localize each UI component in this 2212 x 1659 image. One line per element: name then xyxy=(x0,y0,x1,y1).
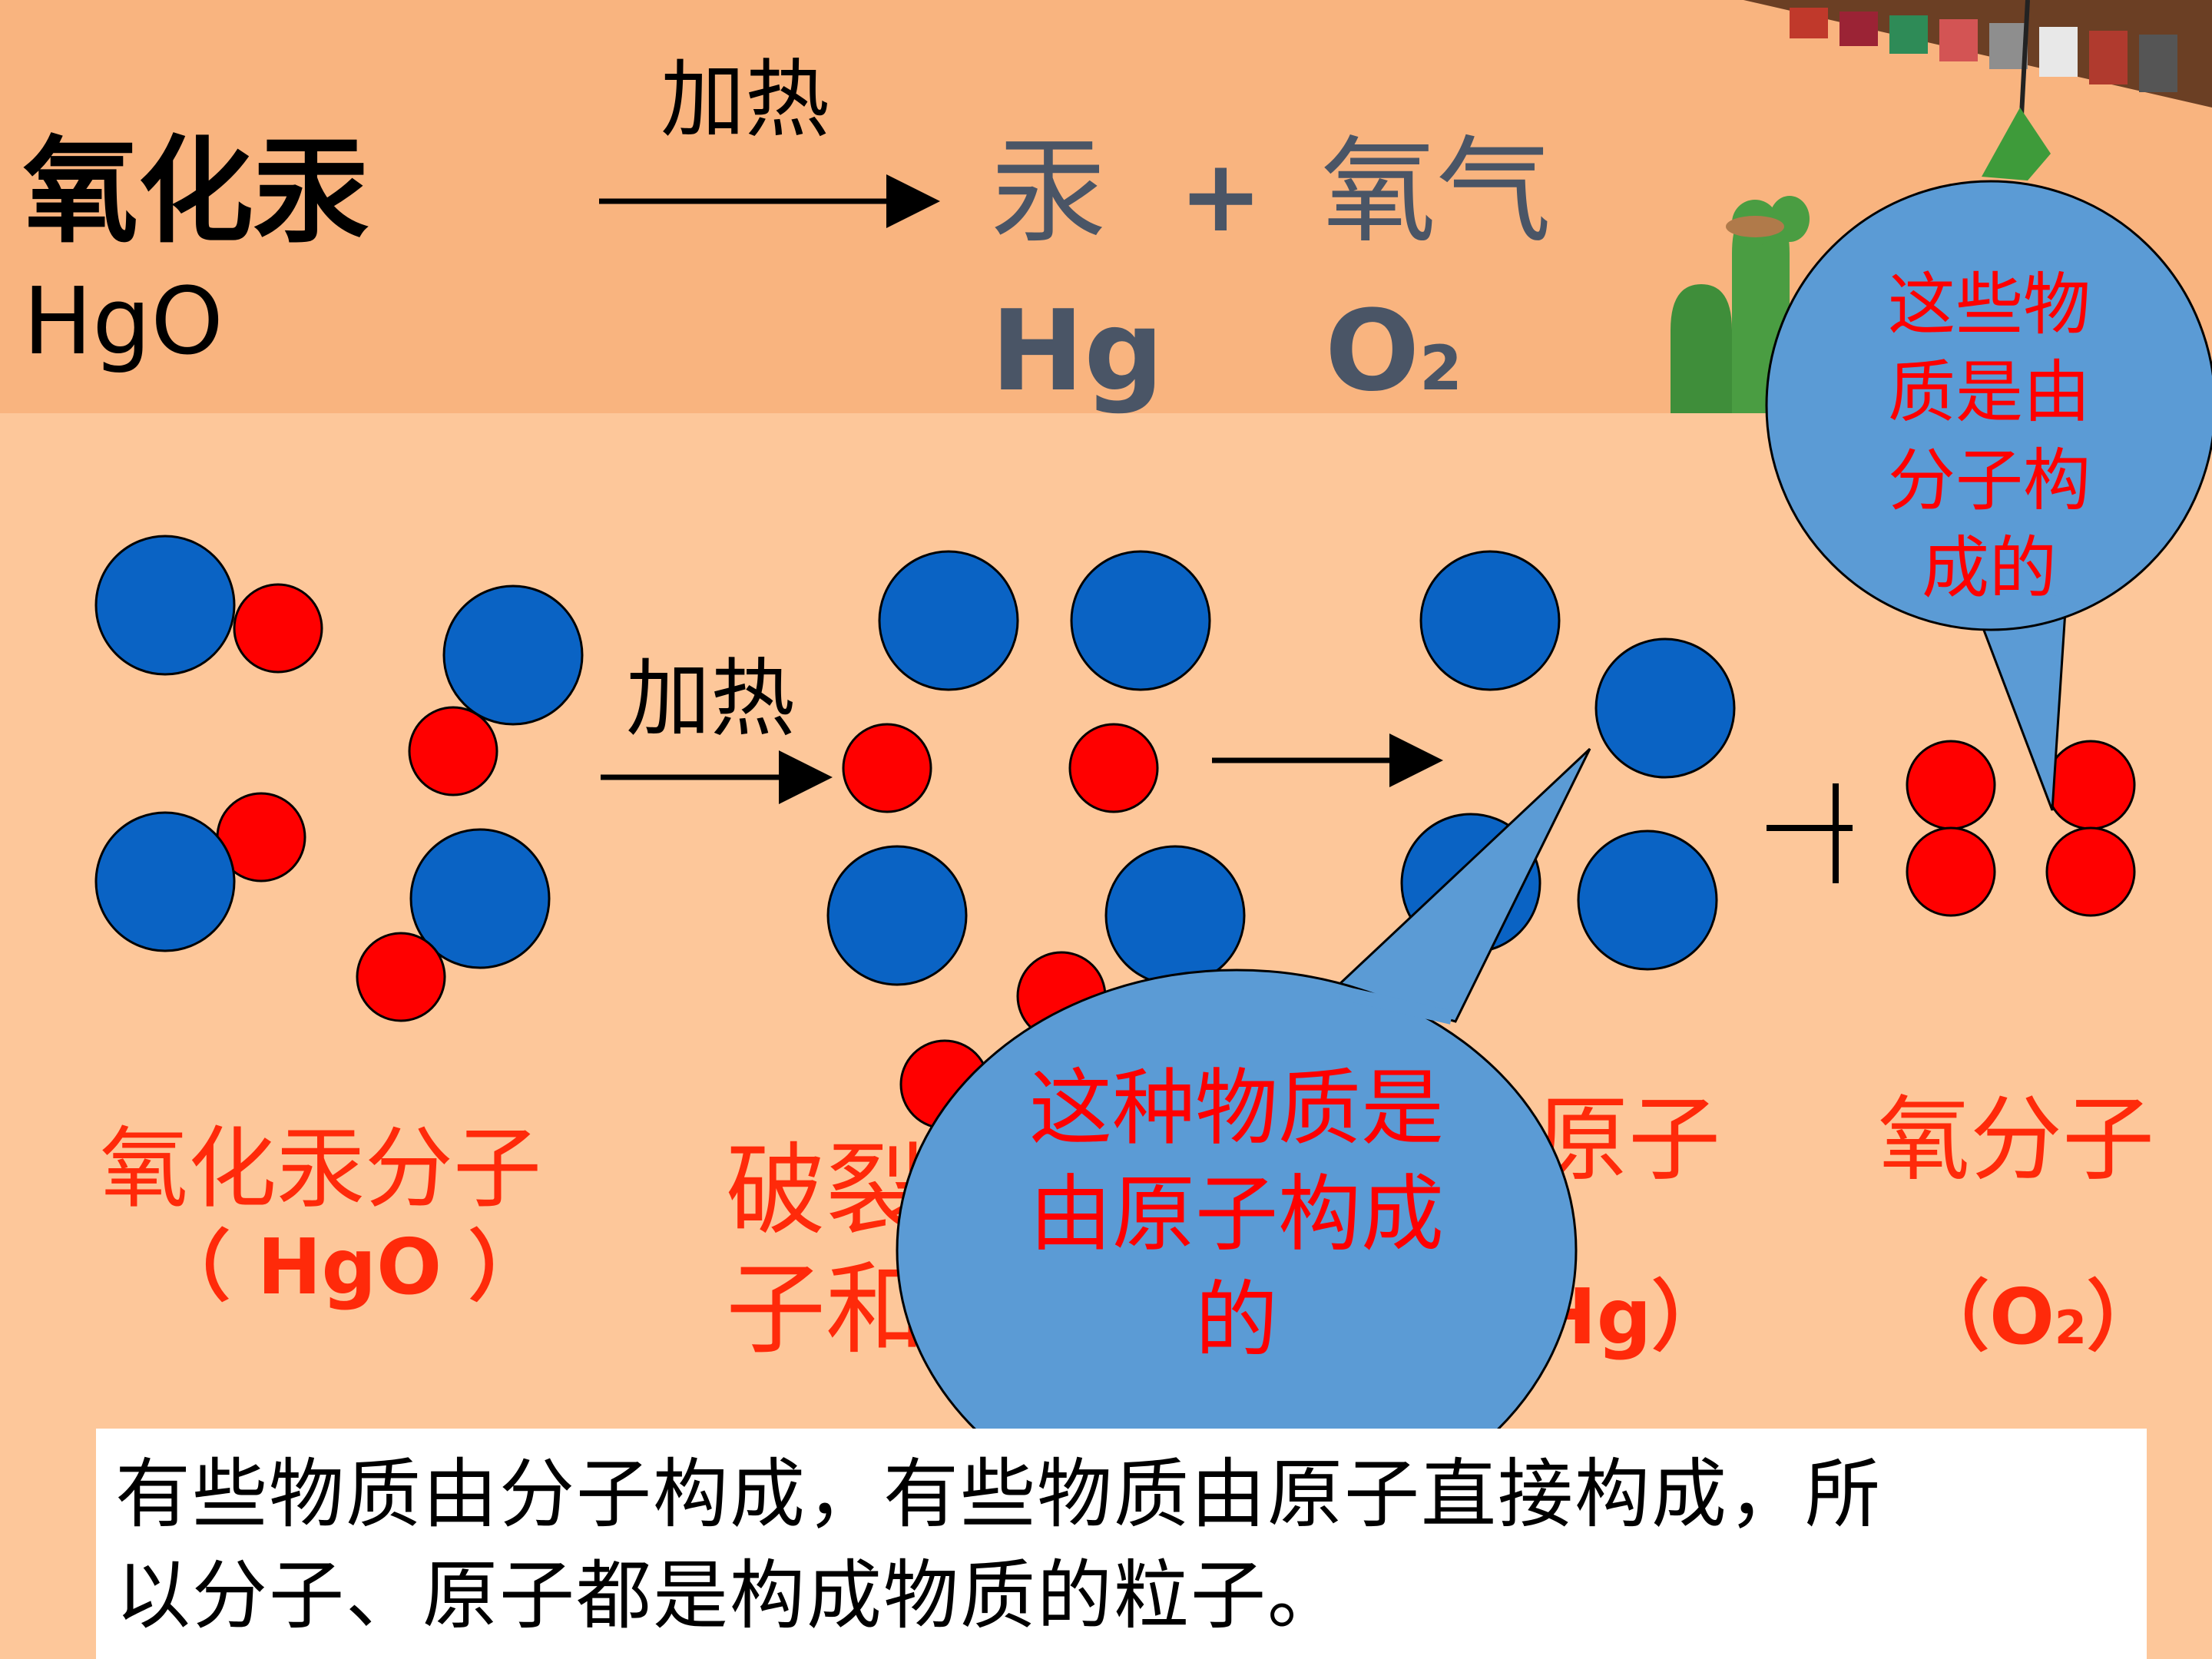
hg-atom xyxy=(409,828,551,969)
summary-note-box xyxy=(96,1429,2147,1659)
o-atom xyxy=(2045,826,2136,917)
o-atom xyxy=(356,932,446,1022)
atom-callout-text: 这种物质是 由原子构成 的 xyxy=(1028,1061,1444,1369)
o-atom xyxy=(1906,826,1996,917)
atom-callout-bubble xyxy=(896,747,1591,1532)
product2-name: 氧气 xyxy=(1321,125,1552,259)
hg-atom xyxy=(826,845,968,986)
label-o2-molecule: 氧分子 xyxy=(1878,1087,2154,1194)
hg-atom xyxy=(1577,830,1718,971)
label-hgo-formula: （ HgO ） xyxy=(154,1222,545,1312)
label-split-line2: 子和 xyxy=(726,1251,926,1368)
label-split-line1: 破裂 xyxy=(726,1132,926,1249)
summary-note-text: 有些物质由分子构成，有些物质由原子直接构成，所 以分子、原子都是构成物质的粒子。 xyxy=(115,1444,2128,1647)
summary-line-2: 以分子、原子都是构成物质的粒子。 xyxy=(115,1552,1345,1640)
label-hg-atom: 原子 xyxy=(1536,1087,1720,1194)
hg-atom xyxy=(1419,550,1561,691)
diagram-plus-icon xyxy=(1767,783,1853,883)
hg-atom xyxy=(1070,550,1211,691)
o-atom xyxy=(1068,723,1159,813)
color-board-icon xyxy=(1740,0,2212,180)
molecule-callout-text: 这些物 质是由 分子构 成的 xyxy=(1887,265,2091,608)
o-atom xyxy=(842,723,932,813)
header-plus: + xyxy=(1179,137,1263,254)
reactant-name: 氧化汞 xyxy=(23,125,369,259)
o-atom xyxy=(233,583,323,674)
reactant-formula: HgO xyxy=(23,269,224,376)
hg-atom xyxy=(878,550,1019,691)
molecule-callout-bubble xyxy=(1765,180,2212,811)
diagram-condition: 加热 xyxy=(626,650,795,748)
hg-atom xyxy=(1594,637,1736,779)
product2-formula: O2 xyxy=(1325,286,1462,416)
separated-atoms-group xyxy=(826,550,1246,1130)
hg-atom xyxy=(94,811,236,952)
hgo-molecule-group xyxy=(94,535,584,1022)
o-atom xyxy=(408,706,498,796)
label-o2-formula: （O2） xyxy=(1912,1272,2164,1362)
label-hgo-molecule: 氧化汞分子 xyxy=(100,1118,542,1220)
product1-name: 汞 xyxy=(991,125,1107,259)
header-condition: 加热 xyxy=(661,51,830,149)
product1-formula: Hg xyxy=(991,286,1164,416)
hg-atom xyxy=(442,584,584,726)
summary-line-1: 有些物质由分子构成，有些物质由原子直接构成，所 xyxy=(115,1451,1883,1538)
oxygen-molecules-group xyxy=(1906,740,2136,917)
hg-atom xyxy=(94,535,236,676)
